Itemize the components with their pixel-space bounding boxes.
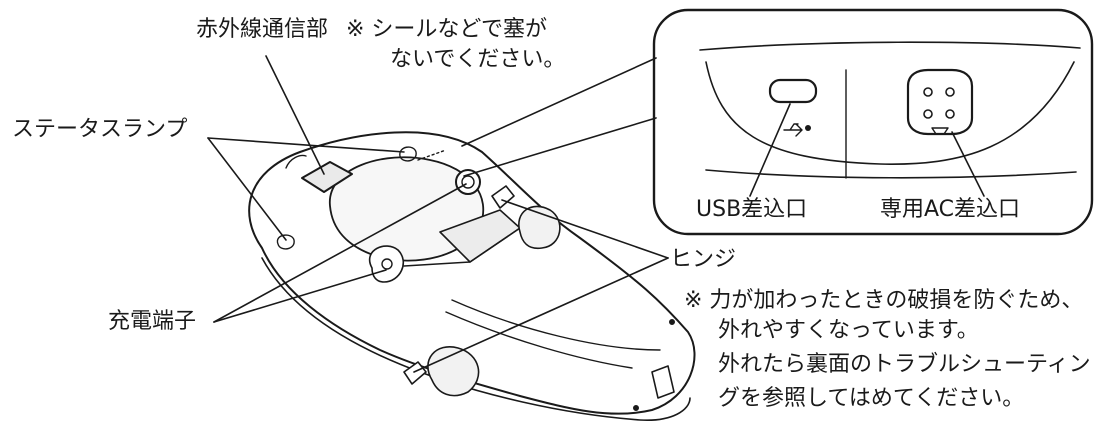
infrared-note-line1: ※ シールなどで塞が bbox=[346, 17, 547, 42]
infrared-label: 赤外線通信部 bbox=[196, 17, 329, 42]
usb-port-label: USB差込口 bbox=[696, 197, 808, 222]
leader-lines bbox=[207, 55, 669, 373]
charge-terminal-label: 充電端子 bbox=[108, 309, 197, 334]
hinge-label: ヒンジ bbox=[670, 247, 737, 272]
infrared-note-line2: ないでください。 bbox=[390, 47, 566, 72]
hinge-note-line2: 外れやすくなっています。 bbox=[718, 318, 979, 343]
ac-port-label: 専用AC差込口 bbox=[880, 197, 1021, 222]
hinge-note-line4: グを参照してはめてください。 bbox=[718, 386, 1025, 411]
status-lamp-label: ステータスランプ bbox=[12, 117, 188, 142]
inset-connector-panel bbox=[461, 8, 1094, 236]
cradle-body bbox=[248, 131, 696, 421]
hinge-note-line3: 外れたら裏面のトラブルシューティン bbox=[718, 352, 1091, 377]
hinge-note-line1: ※ 力が加わったときの破損を防ぐため、 bbox=[684, 288, 1084, 313]
